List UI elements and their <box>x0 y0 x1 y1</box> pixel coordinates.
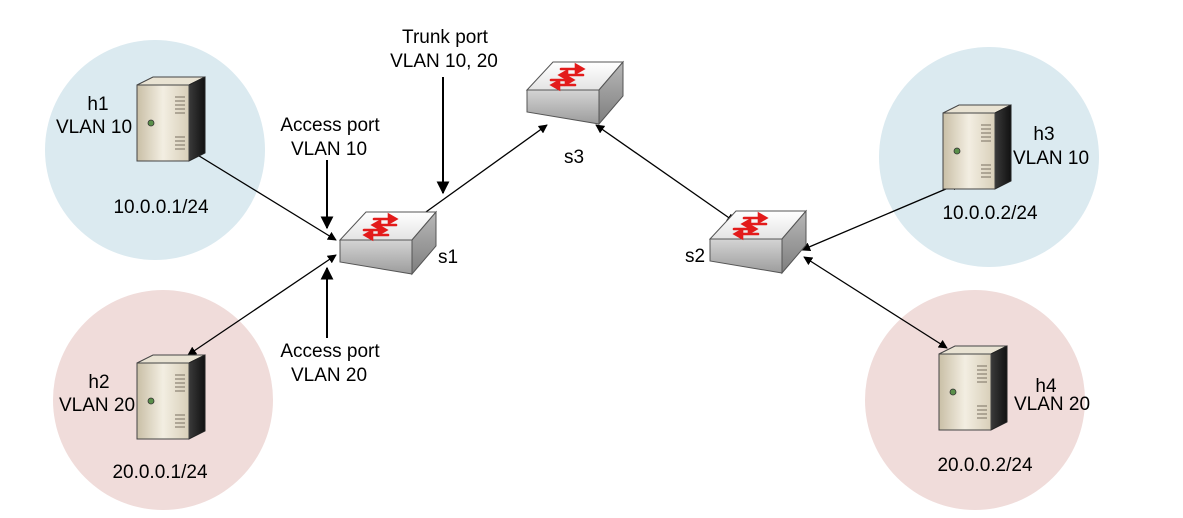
access-port-10-label-line2: VLAN 10 <box>291 139 367 160</box>
host-h3-ip: 10.0.0.2/24 <box>942 203 1038 224</box>
link-h1-s1 <box>177 142 337 241</box>
switch-s1-label: s1 <box>438 247 458 268</box>
switch-s2-icon[interactable] <box>708 209 808 275</box>
access-port-20-label-line2: VLAN 20 <box>291 365 367 386</box>
switch-s2-label: s2 <box>685 246 705 267</box>
switch-s3-icon[interactable] <box>525 60 625 126</box>
link-s3-s2 <box>595 124 736 223</box>
host-h4-server-icon[interactable] <box>938 345 1008 431</box>
host-h4-vlan: VLAN 20 <box>1014 394 1090 415</box>
trunk-port-label-line2: VLAN 10, 20 <box>390 51 498 72</box>
link-h3-s2 <box>801 182 961 251</box>
host-h3-name: h3 <box>1033 124 1054 145</box>
host-h3-server-icon[interactable] <box>942 104 1012 190</box>
access-port-20-label-line1: Access port <box>280 341 380 362</box>
access-port-10-label-line1: Access port <box>280 115 380 136</box>
host-h1-server-icon[interactable] <box>136 76 206 162</box>
link-s1-s3 <box>411 124 548 223</box>
switch-s1-icon[interactable] <box>338 210 438 276</box>
host-h2-ip: 20.0.0.1/24 <box>112 462 208 483</box>
host-h1-name: h1 <box>87 94 108 115</box>
link-h2-s1 <box>187 254 337 356</box>
host-h4-ip: 20.0.0.2/24 <box>937 455 1033 476</box>
switch-s3-label: s3 <box>564 147 584 168</box>
link-h4-s2 <box>803 256 948 349</box>
host-h2-name: h2 <box>88 372 109 393</box>
host-h2-vlan: VLAN 20 <box>59 395 135 416</box>
host-h2-server-icon[interactable] <box>136 354 206 440</box>
host-h1-vlan: VLAN 10 <box>56 117 132 138</box>
host-h3-vlan: VLAN 10 <box>1013 148 1089 169</box>
host-h1-ip: 10.0.0.1/24 <box>113 197 209 218</box>
trunk-port-label-line1: Trunk port <box>402 27 489 48</box>
host-h4-name: h4 <box>1035 376 1057 397</box>
